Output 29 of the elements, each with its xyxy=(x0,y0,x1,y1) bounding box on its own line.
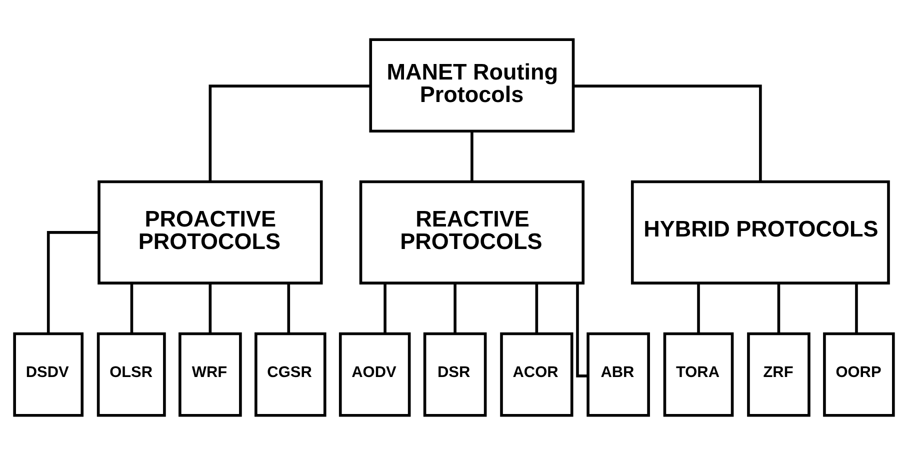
node-box: PROACTIVE PROTOCOLS xyxy=(98,180,323,284)
connector xyxy=(454,283,456,334)
connector xyxy=(384,283,386,334)
connector xyxy=(46,231,99,334)
node-box: MANET Routing Protocols xyxy=(369,38,575,132)
connector xyxy=(535,283,538,334)
connector xyxy=(576,283,588,378)
node-box: HYBRID PROTOCOLS xyxy=(630,180,890,284)
node-box: OLSR xyxy=(96,332,166,417)
node-box: DSDV xyxy=(13,332,84,417)
connector xyxy=(130,283,134,334)
node-box: TORA xyxy=(663,332,734,417)
node-box: OORP xyxy=(823,332,895,417)
node-box: REACTIVE PROTOCOLS xyxy=(359,180,585,284)
connector xyxy=(777,283,780,334)
connector xyxy=(697,283,700,334)
connector xyxy=(287,283,290,334)
connector xyxy=(470,132,474,182)
node-box: DSR xyxy=(423,332,487,417)
connector xyxy=(574,84,762,182)
node-box: ZRF xyxy=(747,332,810,417)
node-box: AODV xyxy=(338,332,411,417)
connector xyxy=(208,84,370,182)
node-box: CGSR xyxy=(254,332,326,417)
node-box: ACOR xyxy=(500,332,574,417)
connector xyxy=(855,283,858,334)
connector xyxy=(208,283,212,334)
node-box: ABR xyxy=(586,332,650,417)
node-box: WRF xyxy=(178,332,242,417)
